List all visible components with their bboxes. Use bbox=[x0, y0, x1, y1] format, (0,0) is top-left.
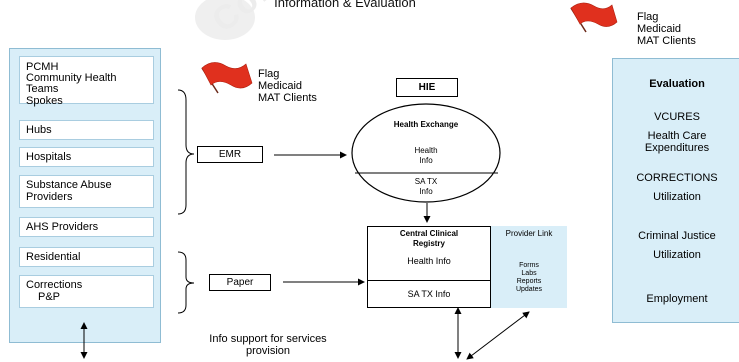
brace-upper bbox=[177, 89, 195, 215]
item-community-health-teams: Community Health Teams bbox=[26, 72, 117, 95]
registry-title: Central Clinical Registry bbox=[367, 229, 491, 249]
evaluation-hce: Health Care Expenditures bbox=[612, 130, 739, 154]
evaluation-corrections: CORRECTIONS bbox=[636, 172, 718, 184]
item-hubs: Hubs bbox=[19, 120, 154, 140]
flag-right-line3: MAT Clients bbox=[637, 35, 696, 47]
brace-lower bbox=[177, 251, 195, 314]
evaluation-utilization-2: Utilization bbox=[653, 249, 701, 261]
health-exchange-circle bbox=[351, 103, 501, 203]
registry-health-info: Health Info bbox=[407, 256, 451, 266]
item-hospitals: Hospitals bbox=[19, 147, 154, 167]
flag-middle-line3: MAT Clients bbox=[258, 92, 317, 104]
item-corrections-sub: P&P bbox=[38, 291, 61, 303]
registry-left bbox=[367, 226, 491, 308]
emr-box: EMR bbox=[197, 146, 263, 163]
item-corrections-label: Corrections bbox=[26, 279, 83, 291]
flag-label-right: Flag Medicaid MAT Clients bbox=[637, 11, 696, 47]
provider-group-pcmh: PCMH Community Health Teams Spokes bbox=[19, 56, 154, 107]
he-info-line1: Health bbox=[414, 146, 438, 155]
flag-right-line2: Medicaid bbox=[637, 23, 682, 35]
item-spokes: Spokes bbox=[26, 95, 63, 107]
provider-link-labs: Labs bbox=[521, 270, 537, 277]
evaluation-hce-line2: Expenditures bbox=[644, 142, 710, 154]
flag-middle-line2: Medicaid bbox=[258, 80, 303, 92]
health-exchange-satx: SA TX Info bbox=[360, 177, 492, 197]
provider-link-reports: Reports bbox=[516, 278, 542, 285]
item-ahs-providers: AHS Providers bbox=[19, 217, 154, 237]
info-support-line2: provision bbox=[245, 345, 291, 357]
evaluation-panel bbox=[612, 58, 739, 323]
arrow-provider-link-diagonal bbox=[466, 311, 530, 360]
hie-box: HIE bbox=[396, 78, 458, 97]
evaluation-vcures: VCURES bbox=[654, 111, 700, 123]
provider-link-forms: Forms bbox=[519, 262, 539, 269]
evaluation-heading: Evaluation bbox=[649, 78, 705, 90]
provider-link-updates: Updates bbox=[515, 286, 543, 293]
provider-link-title: Provider Link bbox=[505, 229, 553, 238]
evaluation-utilization-1: Utilization bbox=[653, 191, 701, 203]
flag-right-line1: Flag bbox=[637, 11, 659, 23]
registry-title-line1: Central Clinical bbox=[399, 229, 459, 238]
info-support-line1: Info support for services bbox=[209, 333, 327, 345]
flag-label-middle: Flag Medicaid MAT Clients bbox=[258, 68, 317, 104]
provider-link-items: Forms Labs Reports Updates bbox=[491, 262, 567, 294]
info-support-text: Info support for services provision bbox=[188, 333, 348, 357]
health-exchange-title: Health Exchange bbox=[393, 120, 459, 129]
flag-icon-right bbox=[570, 2, 618, 33]
evaluation-employment: Employment bbox=[646, 293, 708, 305]
item-pcmh: PCMH bbox=[26, 61, 59, 73]
item-residential: Residential bbox=[19, 247, 154, 267]
evaluation-criminal-justice: Criminal Justice bbox=[638, 230, 716, 242]
he-info-line2: Info bbox=[419, 156, 433, 165]
page-title: Information & Evaluation bbox=[274, 0, 416, 10]
registry-title-line2: Registry bbox=[412, 239, 445, 248]
health-exchange-info: Health Info bbox=[360, 146, 492, 166]
item-substance-abuse-providers: Substance Abuse Providers bbox=[19, 175, 154, 208]
he-satx-line2: Info bbox=[419, 187, 433, 196]
registry-satx-info: SA TX Info bbox=[407, 289, 451, 299]
flag-middle-line1: Flag bbox=[258, 68, 280, 80]
watermark-shape bbox=[195, 0, 255, 40]
provider-link-panel bbox=[491, 226, 567, 308]
evaluation-hce-line1: Health Care bbox=[647, 130, 707, 142]
item-corrections: Corrections P&P bbox=[19, 275, 154, 308]
he-satx-line1: SA TX bbox=[414, 177, 438, 186]
registry-divider bbox=[367, 280, 491, 281]
paper-box: Paper bbox=[209, 274, 271, 291]
flag-icon-middle bbox=[201, 62, 253, 94]
